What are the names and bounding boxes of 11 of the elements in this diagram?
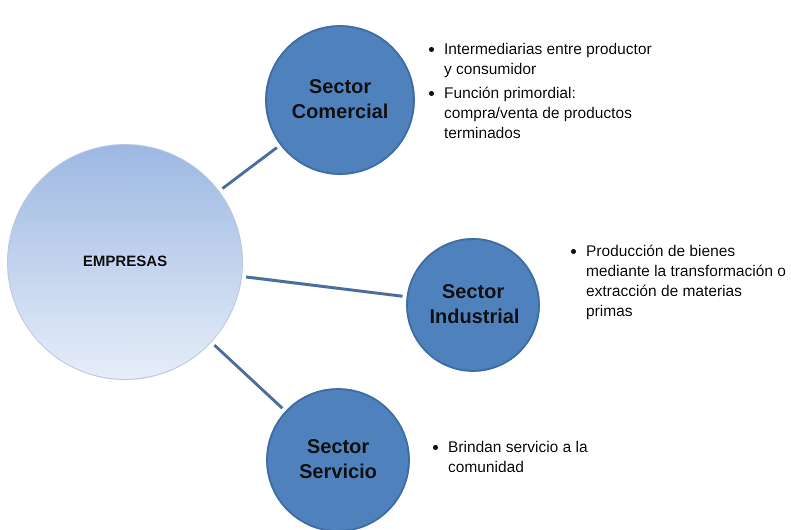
node-label: Sector Industrial bbox=[429, 280, 517, 330]
bullet-text: Intermediarias entre productor y consumidor bbox=[444, 40, 653, 80]
node-label: Sector Servicio bbox=[298, 435, 378, 485]
node-label: Sector Comercial bbox=[291, 75, 389, 125]
connector-line bbox=[246, 275, 403, 298]
bullet-text: Brindan servicio a la comunidad bbox=[448, 438, 589, 478]
node-label: EMPRESAS bbox=[82, 252, 168, 272]
bullet-text: Función primordial: compra/venta de productos terminados bbox=[444, 84, 633, 144]
connector-line bbox=[222, 146, 278, 190]
connector-line bbox=[213, 344, 284, 410]
bullet-text: Producción de bienes mediante la transformación o extracción de materias primas bbox=[586, 242, 786, 322]
